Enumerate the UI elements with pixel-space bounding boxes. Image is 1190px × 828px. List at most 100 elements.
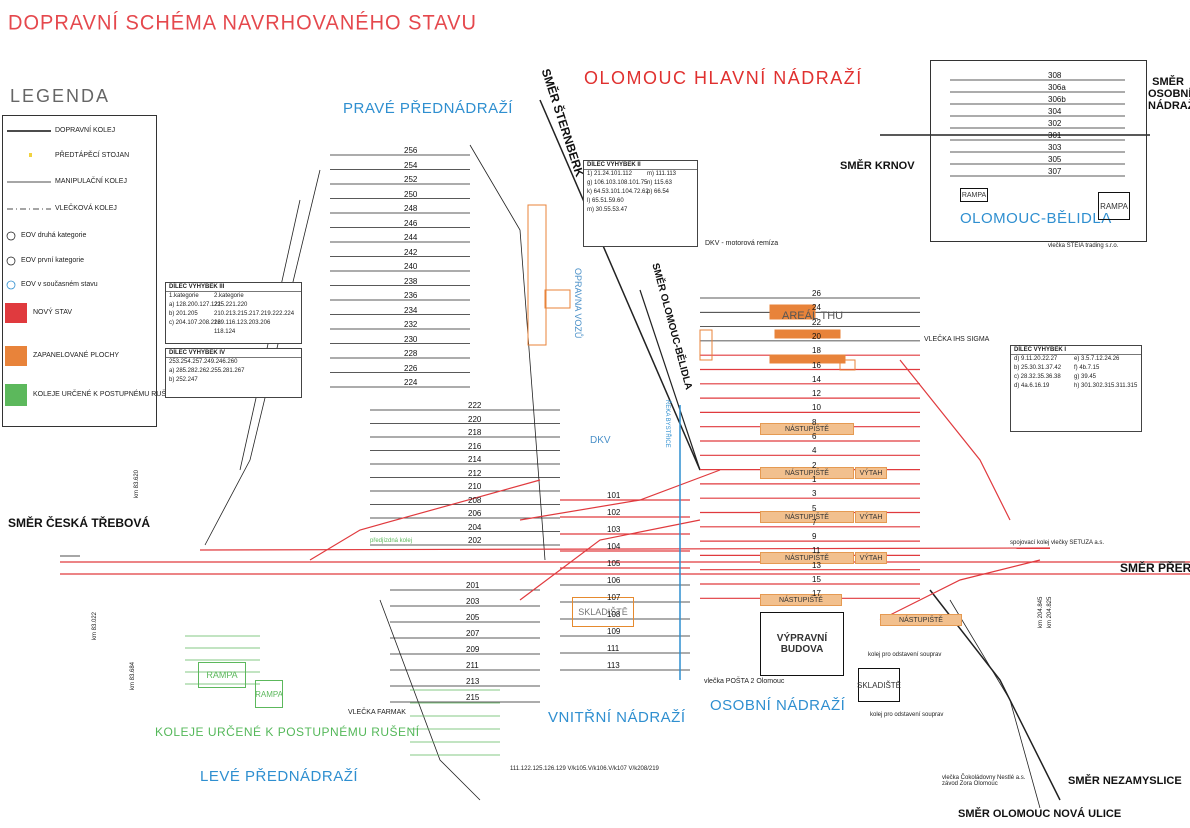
track-number-203: 203 xyxy=(466,597,480,606)
legend-item-ruseni: KOLEJE URČENÉ K POSTUPNÉMU RUŠENÍ xyxy=(33,391,178,398)
track-number-306a: 306a xyxy=(1048,83,1066,92)
area-leve-prednadrazi: LEVÉ PŘEDNÁDRAŽÍ xyxy=(200,768,359,785)
table-vyhybky-1: DÍLEC VÝHYBEK I d) 9.11.20.22.27 b) 25.3… xyxy=(1010,345,1142,432)
table-cell: n) 115.63 xyxy=(647,180,672,186)
table-cell: 210.213.215.217.219.222.224 xyxy=(214,311,295,317)
table-title: DÍLEC VÝHYBEK II xyxy=(584,161,697,170)
track-number-109: 109 xyxy=(607,627,621,636)
direction-osobni-nadrazi: SMĚR OSOBNÍ NÁDRAŽÍ xyxy=(1148,76,1190,112)
track-number-204: 204 xyxy=(468,522,482,532)
legend: DOPRAVNÍ KOLEJ PŘEDTÁPĚCÍ STOJAN MANIPUL… xyxy=(2,115,178,427)
track-number-301: 301 xyxy=(1048,131,1062,140)
track-number-205: 205 xyxy=(466,613,480,622)
track-number-107: 107 xyxy=(607,593,621,602)
platform-6: NÁSTUPIŠTĚ xyxy=(880,614,962,626)
paved-area xyxy=(839,359,856,371)
paved-area xyxy=(544,289,571,309)
table-cell: b) 25.30.31.37.42 xyxy=(1014,365,1062,371)
track-number-209: 209 xyxy=(466,645,480,654)
track-number-103: 103 xyxy=(607,525,621,534)
km-marker: km 83.684 xyxy=(130,661,136,690)
skladiste-2: SKLADIŠTĚ xyxy=(857,668,901,702)
direction-krnov: SMĚR KRNOV xyxy=(840,160,915,172)
drawing-title: DOPRAVNÍ SCHÉMA NAVRHOVANÉHO STAVU xyxy=(8,11,477,35)
track-number-252: 252 xyxy=(404,175,418,184)
direction-prerov: SMĚR PŘEROV xyxy=(1120,561,1190,575)
platform-5: NÁSTUPIŠTĚ xyxy=(760,594,842,606)
track-number-18: 18 xyxy=(812,346,821,356)
note-nestle: vlečka Čokoládovny Nestlé a.s. závod Zor… xyxy=(942,775,1026,787)
legend-item-eov2: EOV druhá kategorie xyxy=(21,232,87,239)
legend-item-eov1: EOV první kategorie xyxy=(21,257,85,264)
table-cell: b) 201.205 xyxy=(169,311,198,317)
table-cell: 129.116.123.203.206 xyxy=(214,320,271,326)
track-number-215: 215 xyxy=(466,693,480,702)
line-belidla xyxy=(639,289,701,471)
table-cell: g) 39.45 xyxy=(1074,374,1097,380)
table-title: DÍLEC VÝHYBEK III xyxy=(166,283,301,292)
track-number-3: 3 xyxy=(812,489,817,499)
track-number-5: 5 xyxy=(812,503,817,513)
note-odstaveni-2: kolej pro odstavení souprav xyxy=(870,712,944,718)
table-cell: m) 30.55.53.47 xyxy=(587,207,628,213)
table-title: DÍLEC VÝHYBEK I xyxy=(1011,346,1141,355)
table-cell: 118.124 xyxy=(214,329,236,335)
vypravni-budova: VÝPRAVNÍ BUDOVA xyxy=(760,612,844,676)
table-cell: a) 285.282.262.255.281.267 xyxy=(169,368,245,374)
km-marker: km 204.845 xyxy=(1038,596,1044,628)
track-number-218: 218 xyxy=(468,428,482,437)
table-cell: d) 9.11.20.22.27 xyxy=(1014,356,1058,362)
table-cell: 253.254.257.249.246.260 xyxy=(169,359,238,365)
track-number-304: 304 xyxy=(1048,107,1062,116)
station-title: OLOMOUC HLAVNÍ NÁDRAŽÍ xyxy=(584,68,863,88)
track-number-111: 111 xyxy=(607,644,620,653)
track-number-2: 2 xyxy=(812,460,817,470)
track-number-246: 246 xyxy=(404,218,418,228)
platform-3: NÁSTUPIŠTĚ xyxy=(760,511,854,523)
table-cell: g) 106.103.108.101.75 xyxy=(587,180,648,186)
platform-4: NÁSTUPIŠTĚ xyxy=(760,552,854,564)
track-number-208: 208 xyxy=(468,495,482,505)
table-cell: a) 128.200.127.121 xyxy=(169,302,222,308)
area-koleje-ruseni: KOLEJE URČENÉ K POSTUPNÉMU RUŠENÍ xyxy=(155,725,420,739)
area-opravna-vozu: OPRAVNA VOZŮ xyxy=(573,268,583,339)
track-number-108: 108 xyxy=(607,610,621,619)
legend-item-novy: NOVÝ STAV xyxy=(33,309,73,316)
track-number-306b: 306b xyxy=(1048,95,1066,104)
note-vlecka-posta: vlečka POŠTA 2 Olomouc xyxy=(704,678,785,685)
legend-item-stojan: PŘEDTÁPĚCÍ STOJAN xyxy=(55,152,130,159)
track-number-7: 7 xyxy=(812,517,817,527)
rampa-3: RAMPA xyxy=(1098,192,1130,220)
track-number-308: 308 xyxy=(1048,71,1062,80)
track-number-24: 24 xyxy=(812,303,821,313)
rampa-4: RAMPA xyxy=(960,188,988,202)
paved-area xyxy=(699,329,713,361)
legend-item-manipulacni: MANIPULAČNÍ KOLEJ xyxy=(55,178,127,185)
legend-symbols xyxy=(5,130,51,406)
track-number-207: 207 xyxy=(466,629,480,638)
table-title: DÍLEC VÝHYBEK IV xyxy=(166,349,301,358)
table-cell: 1.kategorie xyxy=(169,293,199,299)
track-number-202: 202 xyxy=(468,536,482,545)
track-number-213: 213 xyxy=(466,677,480,686)
table-cell: k) 64.53.101.104.72.62 xyxy=(587,189,649,195)
main-track-upper xyxy=(199,547,1051,551)
track-number-254: 254 xyxy=(404,160,418,170)
note-odstaveni-1: kolej pro odstavení souprav xyxy=(868,652,942,658)
track-number-240: 240 xyxy=(404,262,418,271)
track-number-201: 201 xyxy=(466,581,480,590)
track-number-244: 244 xyxy=(404,233,418,242)
track-number-210: 210 xyxy=(468,482,482,491)
table-cell: p) 66.54 xyxy=(647,189,670,195)
track-number-212: 212 xyxy=(468,468,482,478)
black-tracks xyxy=(204,79,1150,809)
table-cell: d) 4a.6.16.19 xyxy=(1014,383,1050,389)
line-nova-ulice xyxy=(949,599,1041,809)
direction-nova-ulice: SMĚR OLOMOUC NOVÁ ULICE xyxy=(958,808,1122,820)
area-prave-prednadrazi: PRAVÉ PŘEDNÁDRAŽÍ xyxy=(343,100,513,117)
area-osobni-nadrazi: OSOBNÍ NÁDRAŽÍ xyxy=(710,697,846,714)
table-cell: m) 111.113 xyxy=(647,171,677,177)
track-number-226: 226 xyxy=(404,363,418,373)
note-reka: ŘEKA BYSTŘICE xyxy=(664,400,670,448)
paved-area xyxy=(527,204,547,346)
